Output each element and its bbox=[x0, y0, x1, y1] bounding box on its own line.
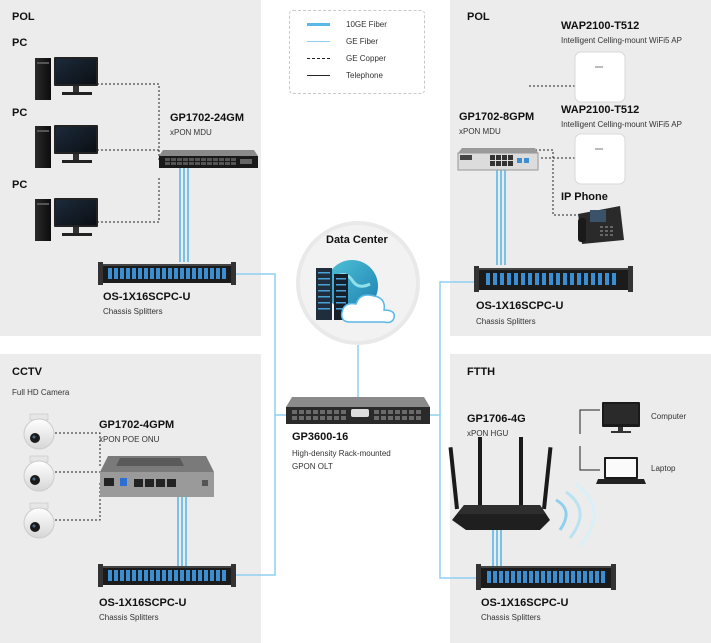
fiber-links bbox=[177, 168, 506, 579]
computer-label: Computer bbox=[651, 412, 687, 421]
legend-ge-label: GE Fiber bbox=[346, 37, 379, 46]
ftth-device-links bbox=[579, 409, 600, 471]
splitter-left-sub: Chassis Splitters bbox=[103, 307, 163, 316]
camera-label: Full HD Camera bbox=[12, 388, 70, 397]
fiber-drop-ftth bbox=[492, 530, 502, 566]
legend-copper-line bbox=[307, 58, 330, 59]
olt-sub-1: High-density Rack-mounted bbox=[292, 449, 391, 458]
splitter-cctv-sub: Chassis Splitters bbox=[99, 613, 159, 622]
pc-label-3: PC bbox=[12, 179, 28, 191]
laptop-label: Laptop bbox=[651, 464, 676, 473]
splitter-left-name: OS-1X16SCPC-U bbox=[103, 291, 191, 303]
fiber-link-ftth bbox=[439, 415, 476, 579]
legend-ge-line bbox=[307, 41, 330, 42]
pc-2 bbox=[35, 125, 98, 168]
legend-copper-label: GE Copper bbox=[346, 54, 387, 63]
copper-links bbox=[55, 83, 577, 521]
hgu-name: GP1706-4G bbox=[467, 413, 526, 425]
cctv-panel bbox=[0, 354, 261, 643]
switch-left-sub: xPON MDU bbox=[170, 128, 212, 137]
ip-phone-label: IP Phone bbox=[561, 191, 608, 203]
camera-1-icon bbox=[23, 413, 55, 450]
fiber-link-cctv bbox=[236, 415, 276, 576]
fiber-drop-pol-right bbox=[496, 170, 506, 265]
switch-right-name: GP1702-8GPM bbox=[459, 111, 535, 123]
olt-sub-2: GPON OLT bbox=[292, 462, 333, 471]
pc-label-2: PC bbox=[12, 107, 28, 119]
laptop-icon bbox=[596, 457, 646, 484]
legend-phone-label: Telephone bbox=[346, 71, 383, 80]
wifi-signal-icon bbox=[555, 498, 568, 531]
data-center-label: Data Center bbox=[326, 234, 388, 246]
switch-gp1702-8gpm bbox=[457, 148, 539, 171]
splitter-right-sub: Chassis Splitters bbox=[476, 317, 536, 326]
ip-phone-icon bbox=[578, 206, 624, 244]
olt-gp3600-16 bbox=[286, 397, 430, 424]
pc-label-1: PC bbox=[12, 37, 28, 49]
data-center bbox=[296, 221, 420, 345]
hgu-sub: xPON HGU bbox=[467, 429, 509, 438]
switch-left-name: GP1702-24GM bbox=[170, 112, 244, 124]
wifi-ap-2 bbox=[574, 133, 626, 185]
fiber-drop-pol-left bbox=[179, 168, 189, 262]
cctv-title: CCTV bbox=[12, 366, 42, 378]
fiber-link-pol-right bbox=[430, 281, 474, 416]
camera-3-icon bbox=[23, 502, 55, 539]
splitter-pol-right bbox=[474, 266, 633, 292]
switch-right-sub: xPON MDU bbox=[459, 127, 501, 136]
olt-name: GP3600-16 bbox=[292, 431, 349, 443]
splitter-cctv bbox=[98, 564, 236, 587]
splitter-ftth bbox=[476, 564, 616, 590]
pol-right-title: POL bbox=[467, 11, 490, 23]
pc-3 bbox=[35, 198, 98, 241]
switch-gp1702-24gm bbox=[159, 150, 258, 168]
splitter-pol-left bbox=[98, 262, 236, 285]
fiber-link-pol-left bbox=[236, 273, 287, 416]
onu-gp1702-4gpm bbox=[100, 456, 214, 497]
wifi-ap-1 bbox=[574, 51, 626, 103]
ftth-panel bbox=[450, 354, 711, 643]
pc-1 bbox=[35, 57, 98, 100]
computer-icon bbox=[602, 402, 640, 433]
onu-name: GP1702-4GPM bbox=[99, 419, 175, 431]
legend-10ge-label: 10GE Fiber bbox=[346, 20, 387, 29]
splitter-cctv-name: OS-1X16SCPC-U bbox=[99, 597, 187, 609]
pol-left-title: POL bbox=[12, 11, 35, 23]
cloud-icon bbox=[340, 294, 396, 324]
ap2-name: WAP2100-T512 bbox=[561, 104, 640, 116]
fiber-drop-cctv bbox=[177, 497, 187, 566]
camera-2-icon bbox=[23, 455, 55, 492]
legend: 10GE Fiber GE Fiber GE Copper Telephone bbox=[289, 10, 425, 94]
router-gp1706-4g bbox=[448, 437, 596, 547]
ftth-title: FTTH bbox=[467, 366, 496, 378]
ap1-name: WAP2100-T512 bbox=[561, 20, 640, 32]
splitter-right-name: OS-1X16SCPC-U bbox=[476, 300, 564, 312]
legend-phone-line bbox=[307, 75, 330, 76]
splitter-ftth-sub: Chassis Splitters bbox=[481, 613, 541, 622]
legend-10ge-line bbox=[307, 23, 330, 26]
ap2-sub: Intelligent Celling-mount WiFi5 AP bbox=[561, 120, 682, 129]
ap1-sub: Intelligent Celling-mount WiFi5 AP bbox=[561, 36, 682, 45]
splitter-ftth-name: OS-1X16SCPC-U bbox=[481, 597, 569, 609]
onu-sub: xPON POE ONU bbox=[99, 435, 160, 444]
